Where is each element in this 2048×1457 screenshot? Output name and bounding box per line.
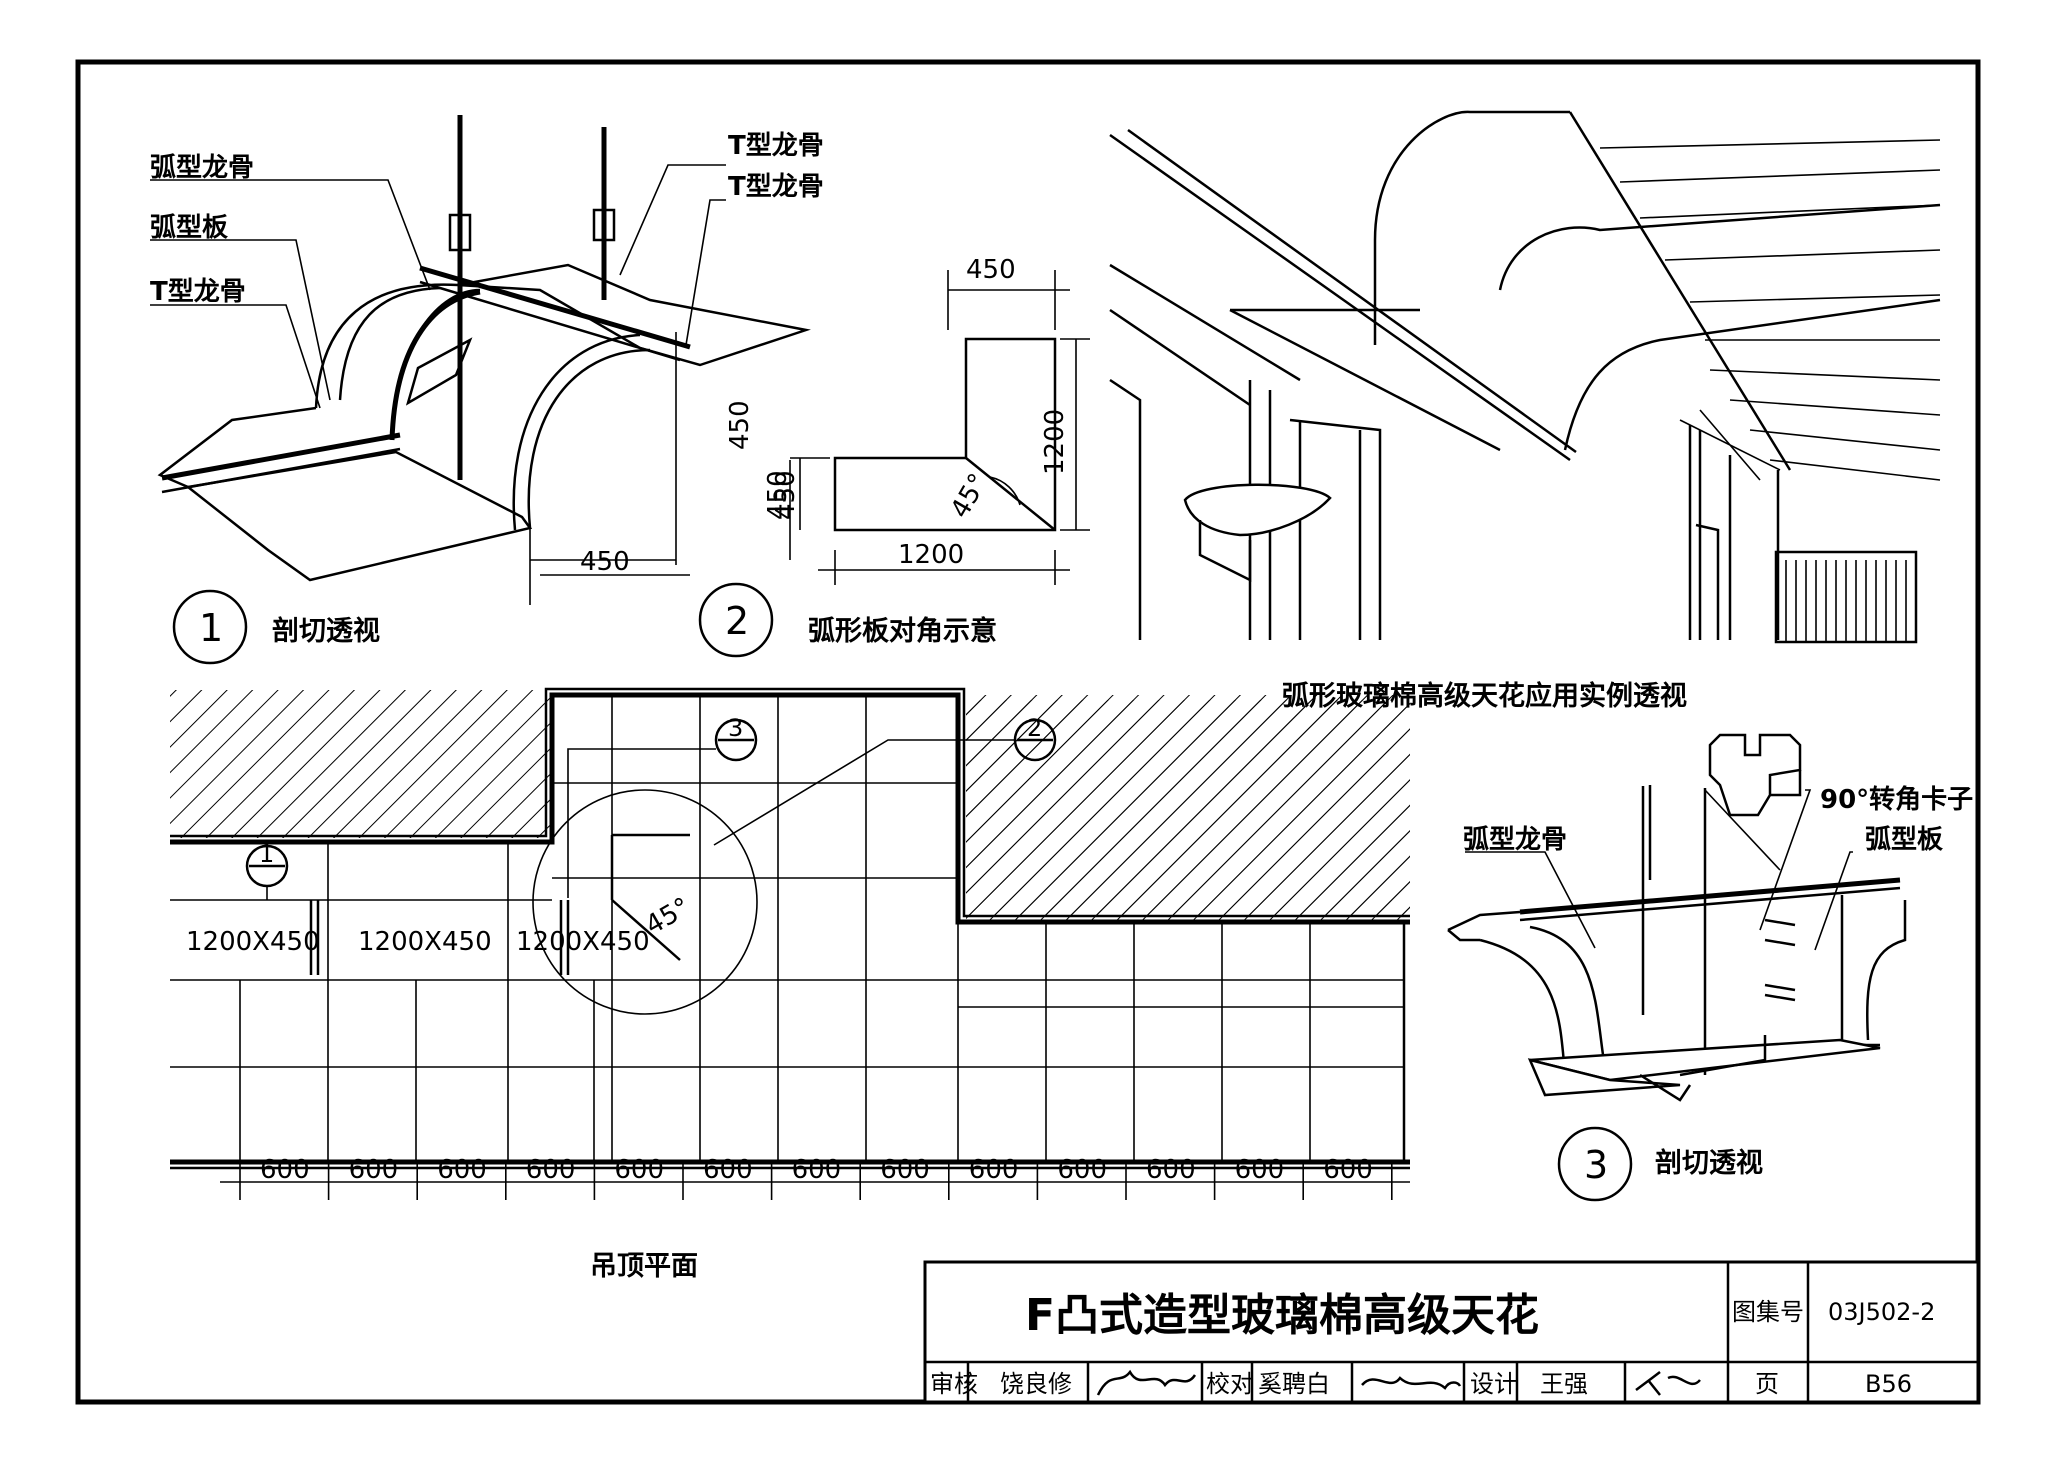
dim-45-degree: 45° xyxy=(945,469,994,524)
plan-mark-2: 2 xyxy=(1027,714,1042,742)
label-t-keel-upper: T型龙骨 xyxy=(728,131,824,161)
panel-label-3: 1200X450 xyxy=(516,927,650,957)
dim-600-label: 600 xyxy=(1057,1155,1107,1185)
detail-1-caption: 剖切透视 xyxy=(272,615,380,647)
dim-450-horizontal: 450 xyxy=(580,547,630,577)
dim-600-label: 600 xyxy=(437,1155,487,1185)
dim-1200-bottom: 1200 xyxy=(898,540,964,570)
detail-1-number: 1 xyxy=(199,606,223,650)
plan-caption: 吊顶平面 xyxy=(590,1251,698,1282)
detail-3-number: 3 xyxy=(1584,1143,1608,1187)
label-arc-board: 弧型板 xyxy=(150,213,228,243)
dim-600-label: 600 xyxy=(260,1155,310,1185)
plan-dimension-chain: 600 600 600 600 600 600 600 600 600 600 600 600 600 xyxy=(239,1155,1393,1200)
dim-600-label: 600 xyxy=(1235,1155,1285,1185)
review-label: 审核 xyxy=(930,1370,978,1398)
detail-2-number: 2 xyxy=(725,599,749,643)
d3-label-arc-keel: 弧型龙骨 xyxy=(1463,825,1567,855)
dim-450-vertical-2: 450 xyxy=(763,470,793,520)
wall-hatch-left xyxy=(170,690,550,838)
dim-450-top: 450 xyxy=(966,255,1016,285)
window-blinds xyxy=(1785,560,1907,642)
ceiling-plan: 1200X450 1200X450 1200X450 45° 1 2 3 600… xyxy=(170,687,1410,1282)
dim-600-label: 600 xyxy=(969,1155,1019,1185)
dim-600-label: 600 xyxy=(349,1155,399,1185)
ceiling-grid-lines xyxy=(1599,139,1941,481)
plan-mark-1: 1 xyxy=(259,840,274,868)
label-arc-keel: 弧型龙骨 xyxy=(150,153,254,183)
panel-label-1: 1200X450 xyxy=(186,927,320,957)
dim-600-label: 600 xyxy=(703,1155,753,1185)
designer-signature xyxy=(1635,1371,1701,1396)
dim-1200-right: 1200 xyxy=(1040,409,1070,475)
page-label: 页 xyxy=(1755,1370,1779,1398)
drawing-title: F凸式造型玻璃棉高级天花 xyxy=(1025,1290,1539,1341)
plan-mark-3: 3 xyxy=(728,714,743,742)
detail-2-arc-board-diagonal: 45° 450 1200 450 1200 2 弧形板对角示意 xyxy=(698,255,1090,658)
label-t-keel-upper-2: T型龙骨 xyxy=(728,172,824,202)
detail-3-caption: 剖切透视 xyxy=(1655,1147,1763,1179)
label-t-keel: T型龙骨 xyxy=(150,277,246,307)
detail-3-section-perspective: 弧型龙骨 90°转角卡子 弧型板 3 剖切透视 xyxy=(1447,733,1973,1202)
dim-600-label: 600 xyxy=(792,1155,842,1185)
reviewer-name: 饶良修 xyxy=(1000,1370,1072,1398)
panel-label-2: 1200X450 xyxy=(358,927,492,957)
d3-label-corner-clip: 90°转角卡子 xyxy=(1820,784,1973,815)
dim-450-vertical-1: 450 xyxy=(725,400,755,450)
dim-450-left: 450 xyxy=(771,470,801,520)
check-label: 校对 xyxy=(1206,1370,1254,1398)
atlas-label: 图集号 xyxy=(1732,1298,1804,1326)
d3-label-arc-board: 弧型板 xyxy=(1865,825,1943,855)
dim-600-label: 600 xyxy=(526,1155,576,1185)
application-perspective: 弧形玻璃棉高级天花应用实例透视 xyxy=(1109,110,1941,712)
designer-name: 王强 xyxy=(1540,1370,1588,1398)
dim-600-label: 600 xyxy=(1146,1155,1196,1185)
dim-600-label: 600 xyxy=(614,1155,664,1185)
dim-600-label: 600 xyxy=(1323,1155,1373,1185)
dim-600-label: 600 xyxy=(880,1155,930,1185)
checker-name: 奚聘白 xyxy=(1258,1370,1330,1398)
plan-grid xyxy=(170,695,1404,1162)
title-block: F凸式造型玻璃棉高级天花 图集号 03J502-2 审核 饶良修 校对 奚聘白 … xyxy=(923,1260,1980,1404)
page-number: B56 xyxy=(1865,1370,1912,1398)
atlas-number: 03J502-2 xyxy=(1828,1298,1935,1326)
checker-signature xyxy=(1361,1376,1462,1390)
detail-2-caption: 弧形板对角示意 xyxy=(808,615,997,647)
detail-1-section-perspective: 弧型龙骨 弧型板 T型龙骨 T型龙骨 T型龙骨 450 450 450 1 剖切… xyxy=(150,115,824,665)
design-label: 设计 xyxy=(1470,1370,1518,1398)
reviewer-signature xyxy=(1096,1369,1197,1396)
